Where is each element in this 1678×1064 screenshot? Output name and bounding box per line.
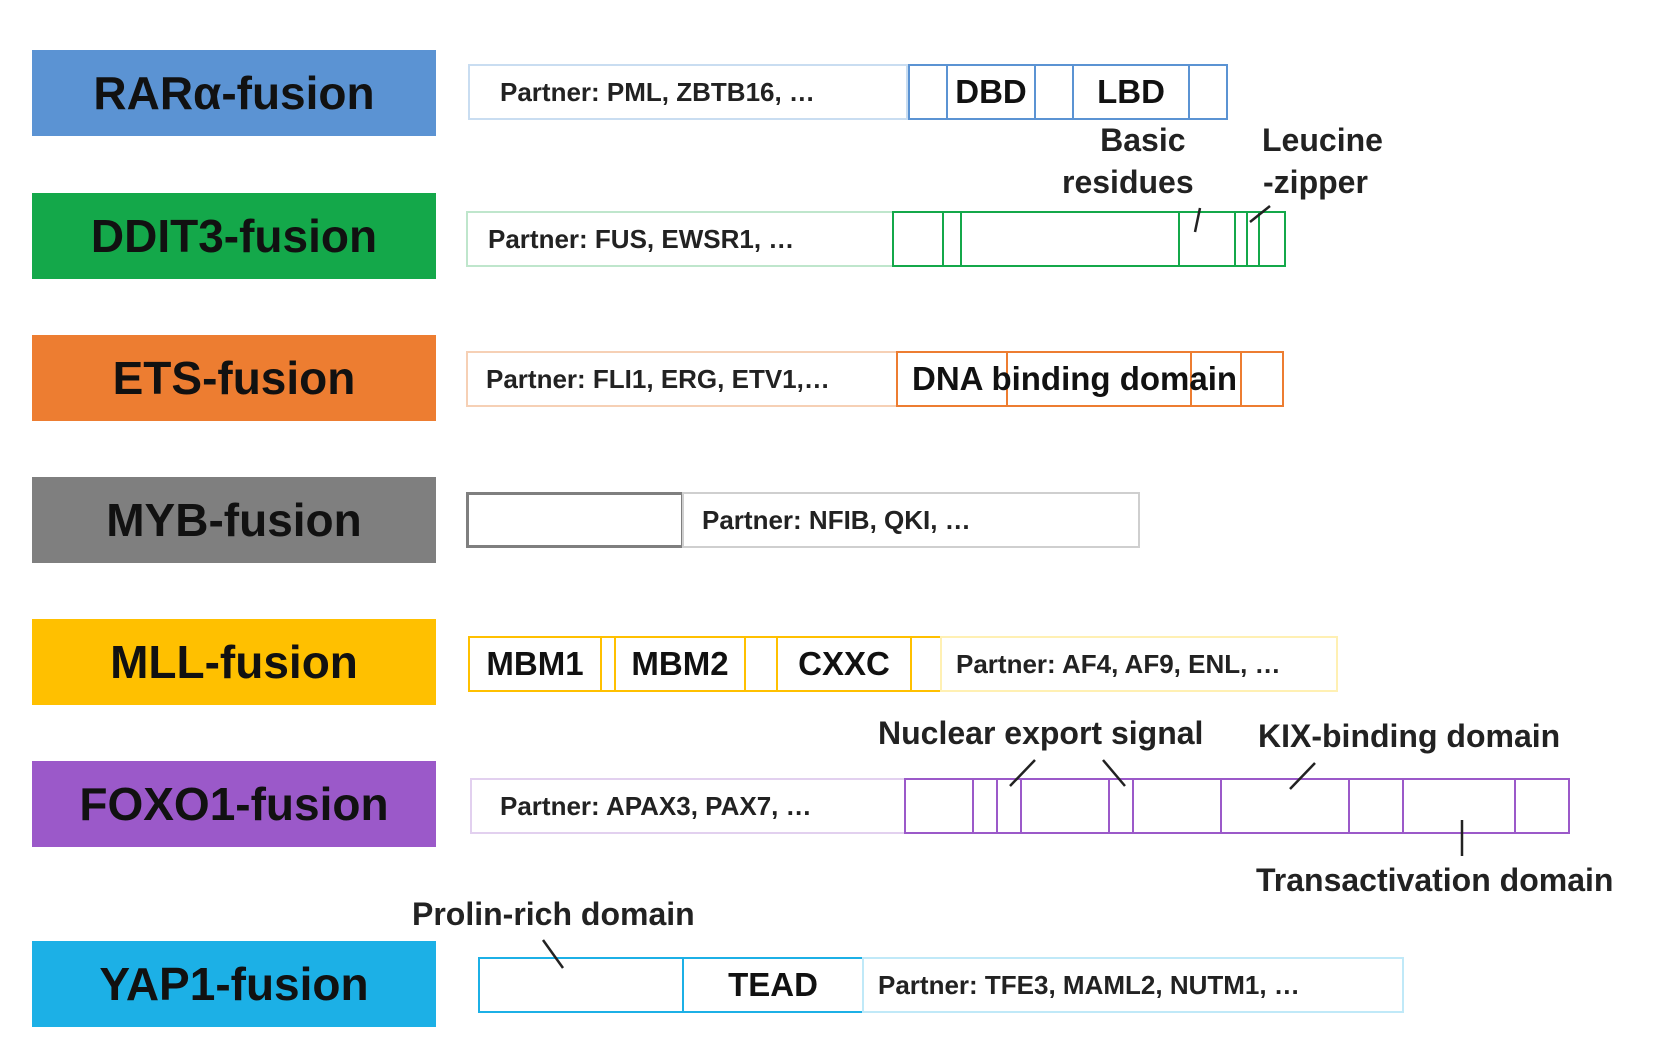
ets-fusion-bar: Partner: FLI1, ERG, ETV1,… DNA binding d… <box>466 351 1284 407</box>
foxo1-nes-segment <box>1108 778 1134 834</box>
foxo1-partner-segment: Partner: APAX3, PAX7, … <box>470 778 906 834</box>
ddit3-fusion-bar: Partner: FUS, EWSR1, … <box>466 211 1286 267</box>
mll-cxxc-domain: CXXC <box>776 636 912 692</box>
mll-fusion-label: MLL-fusion <box>32 619 436 705</box>
myb-fusion-bar: Partner: NFIB, QKI, … <box>466 492 1140 548</box>
myb-fusion-label: MYB-fusion <box>32 477 436 563</box>
zipper-line: -zipper <box>1263 163 1368 200</box>
yap1-tead-domain: TEAD <box>682 957 864 1013</box>
ets-dna-binding-domain-label: DNA binding domain <box>912 360 1238 397</box>
mll-partner-segment: Partner: AF4, AF9, ENL, … <box>940 636 1338 692</box>
basic-residues-annotation: Basic residues <box>1062 120 1194 203</box>
mll-fusion-bar: MBM1 MBM2 CXXC Partner: AF4, AF9, ENL, … <box>468 636 1338 692</box>
yap1-partner-segment: Partner: TFE3, MAML2, NUTM1, … <box>862 957 1404 1013</box>
foxo1-segment-8 <box>1348 778 1404 834</box>
transactivation-domain-annotation: Transactivation domain <box>1256 862 1614 898</box>
rara-tail-segment <box>1188 64 1228 120</box>
ddit3-fusion-label: DDIT3-fusion <box>32 193 436 279</box>
foxo1-fusion-bar: Partner: APAX3, PAX7, … <box>470 778 1570 834</box>
ddit3-segment-3 <box>960 211 1180 267</box>
mll-spacer-2 <box>744 636 778 692</box>
ddit3-partner-segment: Partner: FUS, EWSR1, … <box>466 211 894 267</box>
rara-fusion-label: RARα-fusion <box>32 50 436 136</box>
nuclear-export-signal-annotation: Nuclear export signal <box>878 715 1204 751</box>
rara-partner-segment: Partner: PML, ZBTB16, … <box>468 64 908 120</box>
rara-dbd-domain: DBD <box>946 64 1036 120</box>
leucine-zipper-annotation: Leucine -zipper <box>1262 120 1383 203</box>
yap1-fusion-bar: TEAD Partner: TFE3, MAML2, NUTM1, … <box>478 957 1404 1013</box>
ets-segment-4 <box>1240 351 1284 407</box>
leucine-line: Leucine <box>1262 122 1383 158</box>
rara-spacer-segment <box>908 64 948 120</box>
ets-partner-segment: Partner: FLI1, ERG, ETV1,… <box>466 351 898 407</box>
myb-domain-segment <box>466 492 684 548</box>
foxo1-kix-segment <box>1220 778 1350 834</box>
mll-spacer-3 <box>910 636 942 692</box>
rara-fusion-bar: Partner: PML, ZBTB16, … DBD LBD <box>468 64 1228 120</box>
rara-lbd-domain: LBD <box>1072 64 1190 120</box>
mll-mbm1-domain: MBM1 <box>468 636 602 692</box>
ets-fusion-label: ETS-fusion <box>32 335 436 421</box>
kix-binding-domain-annotation: KIX-binding domain <box>1258 718 1561 754</box>
foxo1-segment-1 <box>904 778 974 834</box>
basic-line: Basic <box>1100 122 1186 158</box>
ddit3-basic-residues-segment <box>1178 211 1236 267</box>
ddit3-segment-2 <box>942 211 962 267</box>
myb-partner-segment: Partner: NFIB, QKI, … <box>682 492 1140 548</box>
foxo1-segment-4 <box>1020 778 1110 834</box>
foxo1-segment-3 <box>996 778 1022 834</box>
ddit3-tail-segment <box>1258 211 1286 267</box>
ddit3-segment-1 <box>892 211 944 267</box>
residues-line: residues <box>1062 163 1194 200</box>
yap1-fusion-label: YAP1-fusion <box>32 941 436 1027</box>
prolin-rich-domain-annotation: Prolin-rich domain <box>412 896 695 932</box>
foxo1-fusion-label: FOXO1-fusion <box>32 761 436 847</box>
foxo1-transactivation-segment <box>1402 778 1516 834</box>
foxo1-segment-6 <box>1132 778 1222 834</box>
foxo1-segment-2 <box>972 778 998 834</box>
mll-mbm2-domain: MBM2 <box>614 636 746 692</box>
rara-hinge-segment <box>1034 64 1074 120</box>
yap1-prolin-rich-segment <box>478 957 684 1013</box>
foxo1-tail-segment <box>1514 778 1570 834</box>
